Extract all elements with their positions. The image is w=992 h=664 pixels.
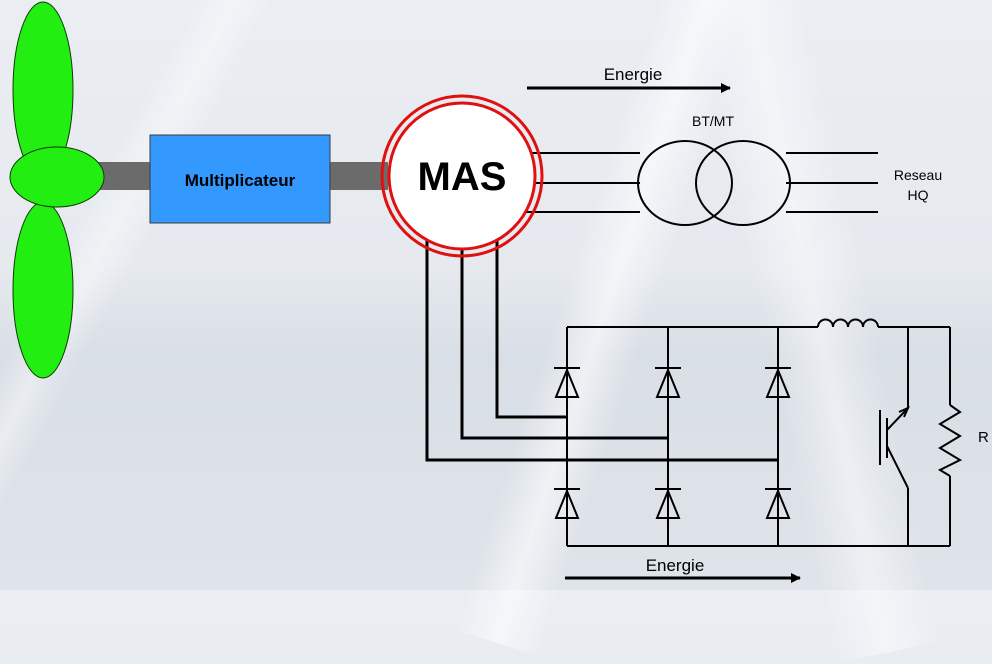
diode-lower-3: [765, 488, 791, 519]
transformer-primary-winding: [637, 140, 733, 226]
inductor: [817, 318, 879, 328]
machine-label: MAS: [418, 155, 507, 199]
grid-label-line2: HQ: [908, 187, 929, 203]
gearbox-label: Multiplicateur: [185, 171, 296, 190]
high-speed-shaft: [330, 162, 388, 190]
rectifier-bridge: [566, 318, 963, 547]
gearbox-box: [149, 134, 331, 224]
resistor: [937, 404, 963, 477]
energy-label-top: Energie: [604, 65, 663, 84]
transformer-secondary-winding: [695, 140, 791, 226]
machine-inner-ring: [387, 101, 537, 251]
diode-lower-1: [554, 488, 580, 519]
igbt-switch: [879, 406, 910, 489]
energy-label-bottom: Energie: [646, 556, 705, 575]
wind-turbine-circuit-diagram: Multiplicateur BT/MT Reseau HQ Energie E…: [9, 1, 989, 583]
diode-lower-2: [655, 488, 681, 519]
low-speed-shaft: [95, 162, 155, 190]
resistor-label: R: [978, 429, 989, 446]
turbine-rotor: [9, 1, 105, 379]
rotor-wires: [425, 230, 778, 462]
grid-label-line1: Reseau: [894, 167, 942, 183]
rotor-blade-bottom: [12, 201, 74, 379]
diode-upper-2: [655, 367, 681, 398]
diode-upper-1: [554, 367, 580, 398]
transformer-label: BT/MT: [692, 113, 734, 129]
diode-upper-3: [765, 367, 791, 398]
transformer: [637, 140, 791, 226]
induction-machine: [380, 94, 544, 258]
diodes: [554, 367, 791, 519]
rotor-hub: [9, 146, 105, 208]
machine-outer-ring: [380, 94, 544, 258]
